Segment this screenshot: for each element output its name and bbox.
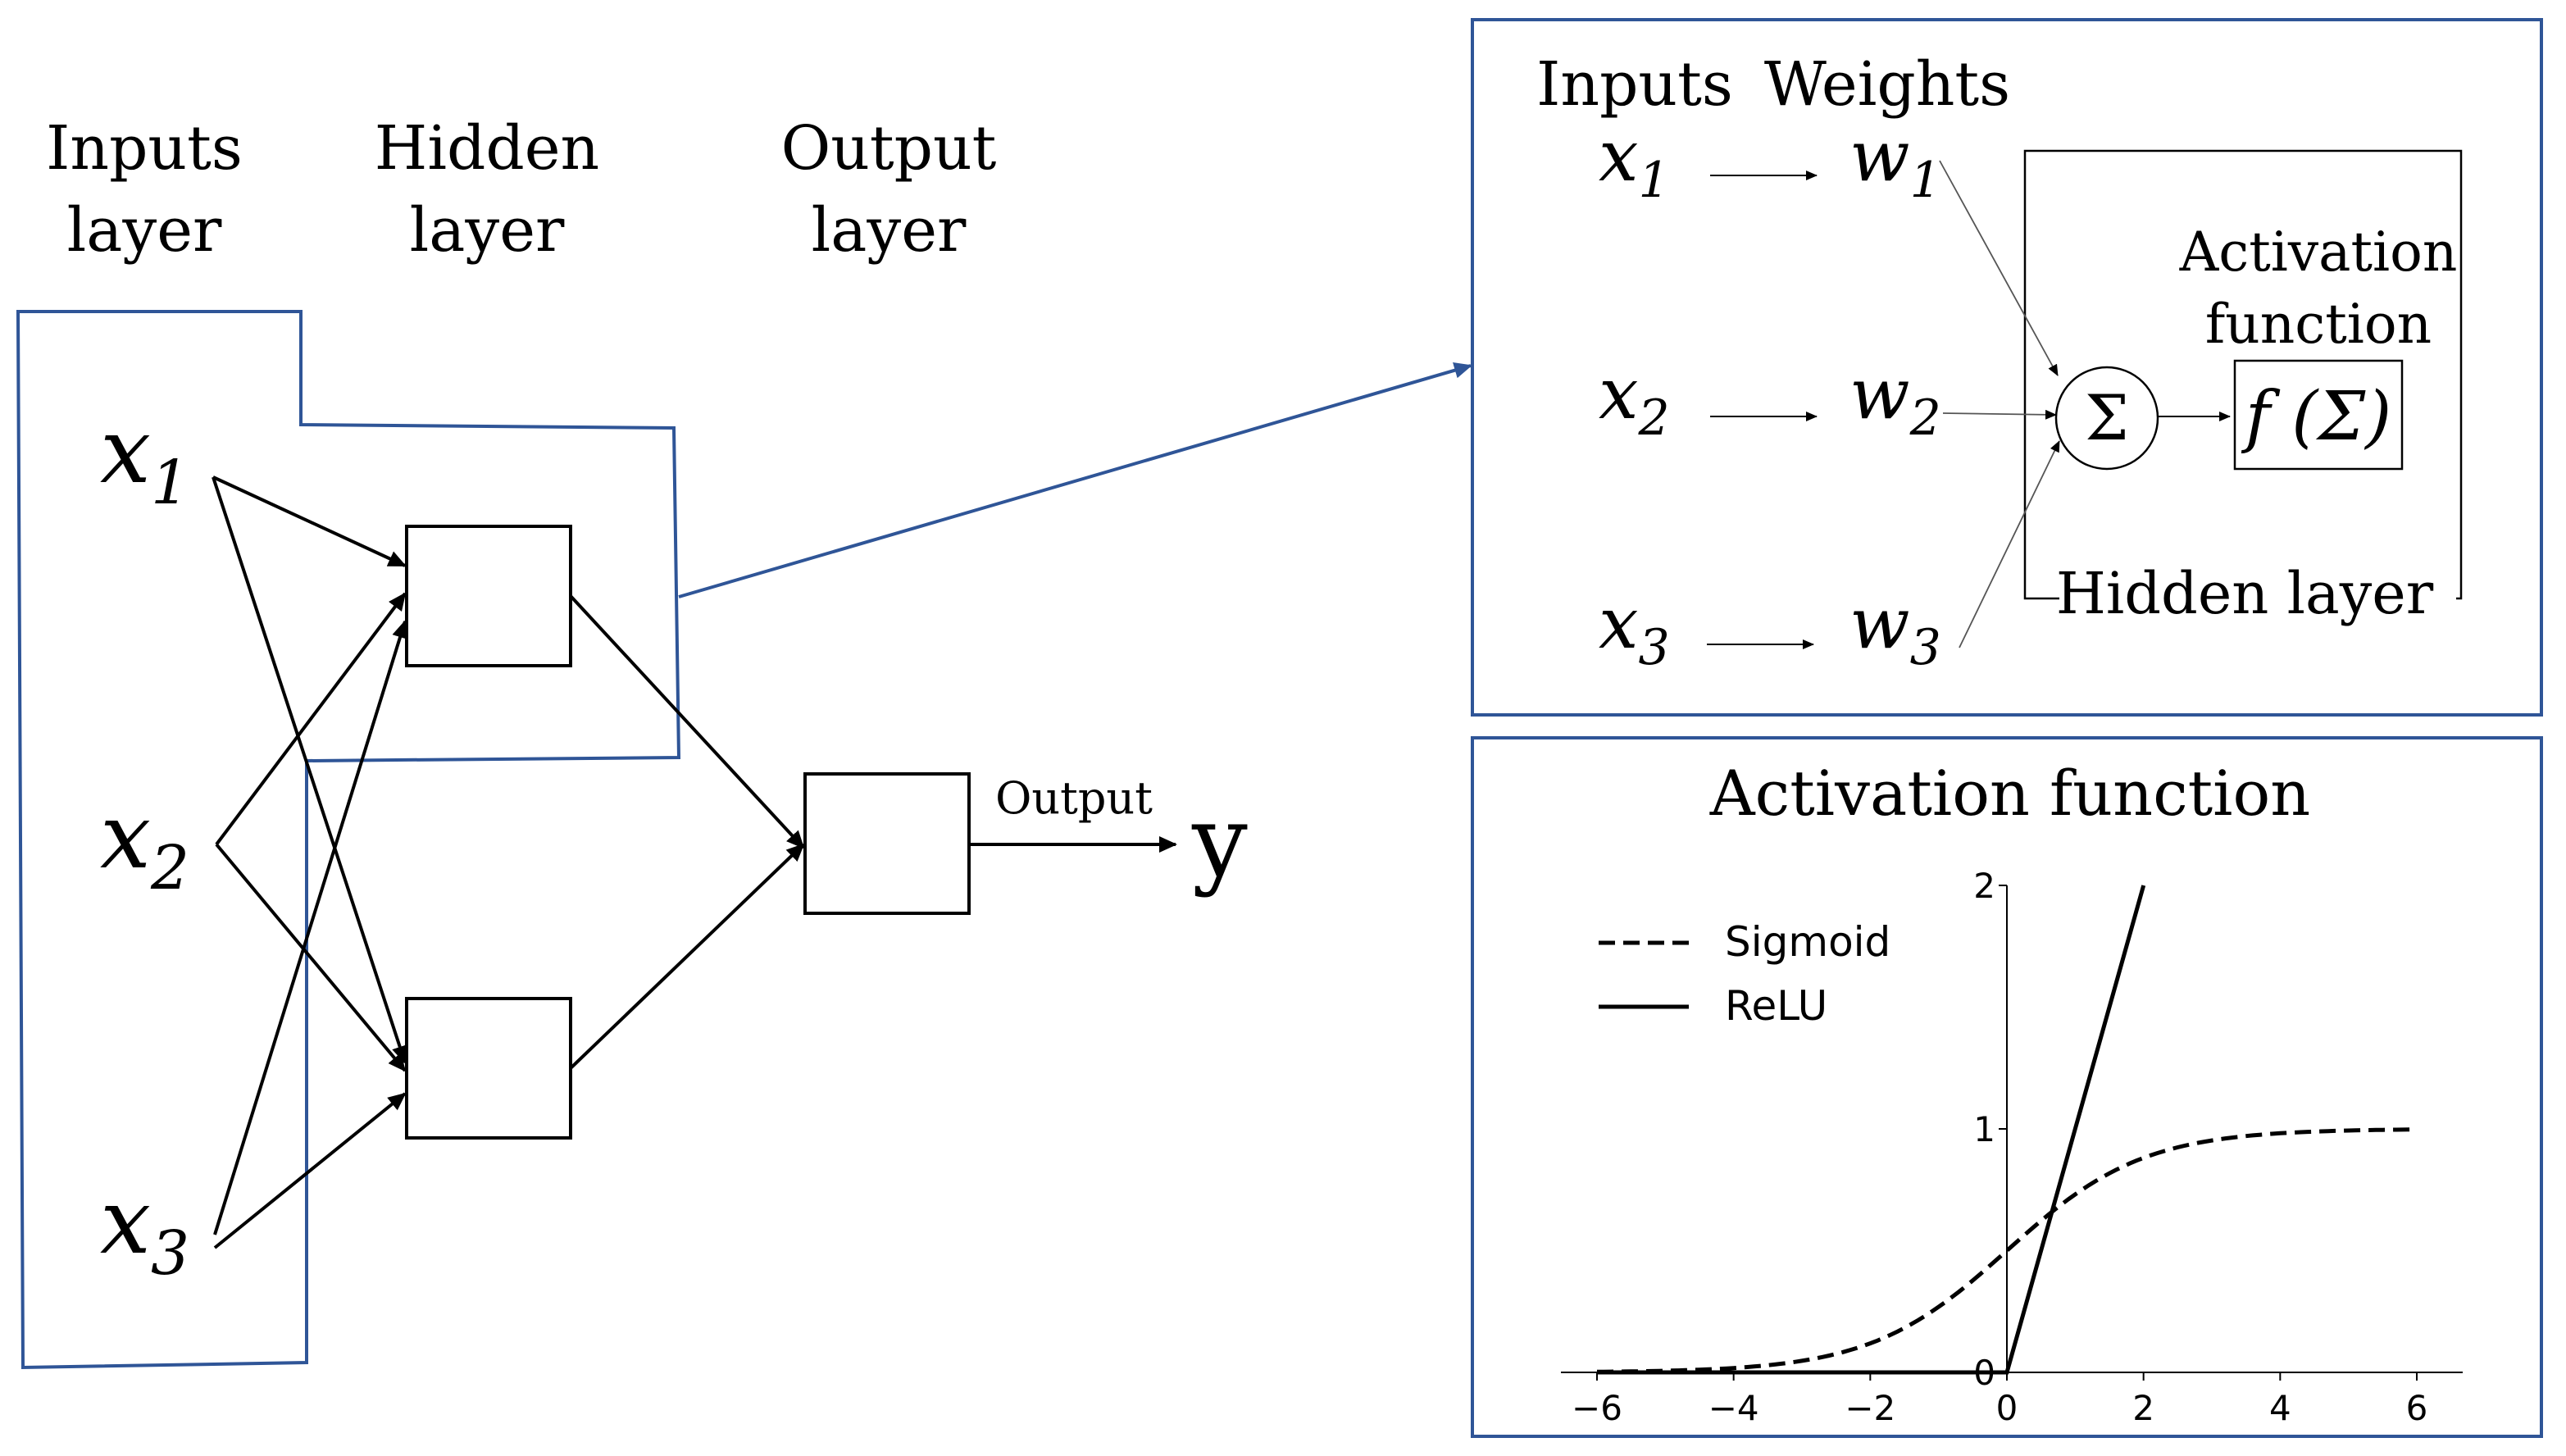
neuron-inputs-header: Inputs (1536, 49, 1733, 120)
activation-title-line1: Activation (2179, 221, 2458, 284)
y-tick-label: 2 (1973, 866, 1995, 906)
neuron-weights-header: Weights (1764, 49, 2010, 120)
output-layer-header-line2: layer (812, 195, 967, 266)
hidden-output-connections (569, 594, 805, 1070)
x-tick-label: 6 (2406, 1388, 2428, 1428)
y-tick-label: 1 (1973, 1109, 1995, 1149)
neuron-highlight-outline (16, 310, 681, 1370)
edge-h1-out (569, 594, 805, 849)
output-y: y (1191, 785, 1248, 899)
activation-title-line2: function (2205, 293, 2432, 356)
network-input-x1: x1 (100, 398, 189, 518)
hidden-layer-header-line2: layer (410, 195, 565, 266)
chart-legend: Sigmoid ReLU (1599, 918, 1890, 1030)
network-diagram: Inputs layer Hidden layer Output layer x… (16, 113, 1248, 1370)
activation-expression: f (Σ) (2241, 378, 2391, 456)
x-tick-label: −4 (1708, 1388, 1759, 1428)
line-w3-sum (1959, 440, 2060, 648)
hidden-layer-caption: Hidden layer (2056, 560, 2434, 627)
neuron-weight-w1: w1 (1849, 116, 1941, 209)
legend-relu-label: ReLU (1725, 982, 1827, 1030)
edge-x2-h2 (215, 843, 407, 1072)
hidden-layer-bracket (2023, 149, 2463, 600)
neuron-input-x3: x3 (1599, 583, 1670, 676)
legend-sigmoid-label: Sigmoid (1725, 918, 1890, 966)
edge-x2-h1 (215, 592, 407, 846)
series-line-sigmoid (1596, 1127, 2418, 1374)
neuron-detail-panel: Inputs Weights x1 x2 x3 w1 w2 w3 Hidden … (1471, 18, 2543, 717)
output-neuron (803, 772, 971, 915)
edge-x3-h1 (213, 620, 408, 1235)
zoom-arrow (678, 362, 1472, 598)
x-tick-label: −2 (1845, 1388, 1895, 1428)
inputs-layer-header-line2: layer (67, 195, 222, 266)
neuron-input-x1: x1 (1599, 116, 1670, 209)
x-tick-label: 2 (2132, 1388, 2154, 1428)
hidden-layer-header-line1: Hidden (375, 113, 599, 184)
x-tick-label: 0 (1996, 1388, 2018, 1428)
neuron-detail-frame (1471, 18, 2543, 717)
edge-x3-h2 (213, 1092, 407, 1249)
inputs-layer-header-line1: Inputs (46, 113, 243, 184)
line-w2-sum (1942, 409, 2057, 420)
output-layer-header-line1: Output (781, 113, 997, 184)
edge-x1-h1 (212, 475, 407, 567)
x-tick-label: 4 (2269, 1388, 2291, 1428)
weight-sum-lines (1939, 160, 2060, 648)
hidden-neuron-2 (405, 997, 572, 1140)
line-w1-sum (1939, 160, 2059, 376)
output-arrow-label: Output (995, 772, 1153, 824)
neuron-weight-w3: w3 (1849, 583, 1941, 676)
x-tick-label: −6 (1572, 1388, 1622, 1428)
edge-x1-h2 (212, 476, 408, 1064)
neuron-weight-w2: w2 (1849, 353, 1941, 447)
input-hidden-connections (212, 475, 408, 1249)
edge-h2-out (569, 843, 805, 1070)
activation-function-box (2233, 359, 2404, 471)
summation-node (2054, 366, 2159, 471)
network-input-x3: x3 (100, 1169, 189, 1289)
series-line-relu (1597, 885, 2146, 1375)
neuron-input-x2: x2 (1599, 353, 1670, 447)
network-input-x2: x2 (100, 784, 189, 903)
activation-chart-frame (1471, 736, 2543, 1438)
input-weight-arrows (1707, 171, 1818, 649)
summation-symbol: Σ (2085, 381, 2129, 454)
hidden-neuron-1 (405, 525, 572, 667)
chart-title: Activation function (1709, 757, 2310, 830)
